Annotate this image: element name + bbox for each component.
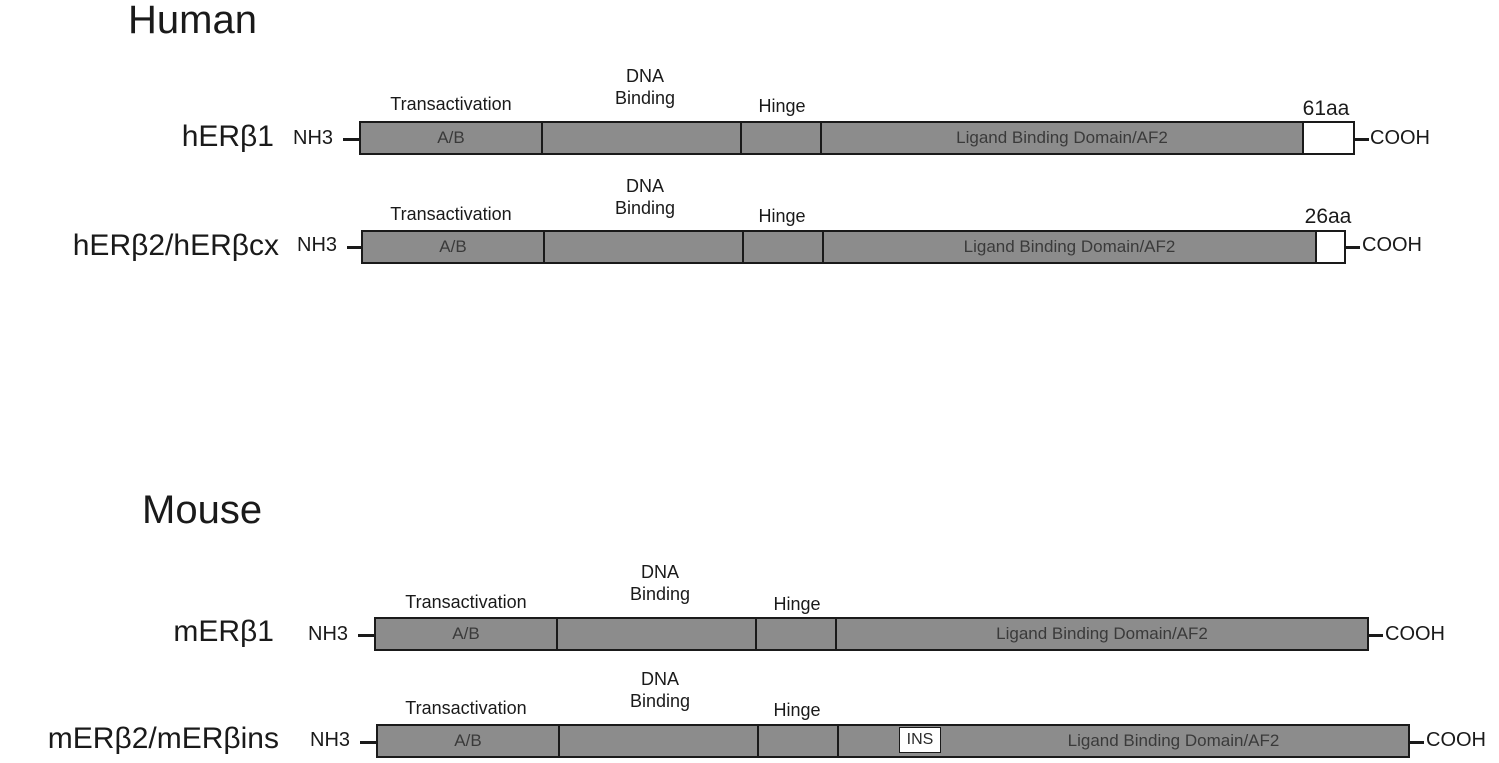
c-terminus-label: COOH — [1426, 729, 1486, 751]
c-terminus-label: COOH — [1370, 127, 1430, 149]
dna-binding-header: DNA Binding — [615, 176, 675, 219]
hinge-domain — [742, 123, 822, 153]
isoform-label: mERβ1 — [173, 615, 274, 648]
ligand-binding-domain: Ligand Binding Domain/AF2 — [822, 123, 1304, 153]
n-terminus-label: NH3 — [308, 623, 349, 645]
dna-header-line1: DNA — [640, 562, 680, 582]
tail-length-label: 26aa — [1304, 205, 1352, 228]
hinge-header: Hinge — [758, 206, 806, 226]
transactivation-header: Transactivation — [405, 698, 527, 718]
hinge-domain — [757, 619, 837, 649]
transactivation-header: Transactivation — [390, 94, 512, 114]
n-terminus-connector — [343, 138, 360, 141]
ins-insert-box: INS — [899, 727, 941, 753]
dna-header-line2: Binding — [629, 690, 691, 711]
ab-domain: A/B — [376, 619, 558, 649]
ab-domain: A/B — [363, 232, 545, 262]
n-terminus-label: NH3 — [310, 729, 351, 751]
dna-header-line1: DNA — [625, 66, 665, 86]
c-terminus-connector — [1346, 246, 1360, 249]
isoform-label: hERβ1 — [181, 120, 274, 153]
protein-domain-bar: A/B INS Ligand Binding Domain/AF2 — [376, 724, 1410, 758]
n-terminus-label: NH3 — [297, 234, 338, 256]
hinge-header: Hinge — [773, 594, 821, 614]
dna-header-line2: Binding — [614, 87, 676, 108]
human-section-title: Human — [128, 0, 257, 42]
c-terminus-connector — [1355, 138, 1369, 141]
c-terminus-connector — [1410, 741, 1424, 744]
dna-binding-header: DNA Binding — [615, 66, 675, 109]
dna-binding-header: DNA Binding — [630, 562, 690, 605]
dna-header-line1: DNA — [640, 669, 680, 689]
protein-domain-bar: A/B Ligand Binding Domain/AF2 — [359, 121, 1355, 155]
c-terminal-tail — [1304, 123, 1353, 153]
dna-header-line2: Binding — [629, 583, 691, 604]
protein-domain-bar: A/B Ligand Binding Domain/AF2 — [374, 617, 1369, 651]
dna-binding-domain — [545, 232, 744, 262]
mouse-section-title: Mouse — [142, 488, 263, 532]
hinge-header: Hinge — [773, 700, 821, 720]
ab-domain: A/B — [378, 726, 560, 756]
ab-domain: A/B — [361, 123, 543, 153]
n-terminus-connector — [360, 741, 377, 744]
isoform-label: hERβ2/hERβcx — [72, 229, 279, 262]
hinge-domain — [759, 726, 839, 756]
c-terminus-label: COOH — [1385, 623, 1445, 645]
hinge-domain — [744, 232, 824, 262]
isoform-label: mERβ2/mERβins — [47, 722, 279, 755]
n-terminus-label: NH3 — [293, 127, 334, 149]
dna-binding-domain — [558, 619, 757, 649]
dna-header-line2: Binding — [614, 197, 676, 218]
c-terminal-tail — [1317, 232, 1344, 262]
n-terminus-connector — [358, 634, 375, 637]
c-terminus-label: COOH — [1362, 234, 1422, 256]
dna-binding-domain — [560, 726, 759, 756]
dna-header-line1: DNA — [625, 176, 665, 196]
protein-domain-bar: A/B Ligand Binding Domain/AF2 — [361, 230, 1346, 264]
c-terminus-connector — [1369, 634, 1383, 637]
ligand-binding-label: Ligand Binding Domain/AF2 — [1067, 731, 1280, 750]
transactivation-header: Transactivation — [405, 592, 527, 612]
dna-binding-header: DNA Binding — [630, 669, 690, 712]
ligand-binding-domain: Ligand Binding Domain/AF2 — [824, 232, 1317, 262]
ligand-binding-domain: Ligand Binding Domain/AF2 — [837, 619, 1367, 649]
hinge-header: Hinge — [758, 96, 806, 116]
tail-length-label: 61aa — [1302, 97, 1350, 120]
transactivation-header: Transactivation — [390, 204, 512, 224]
ligand-binding-domain: INS Ligand Binding Domain/AF2 — [839, 726, 1408, 756]
dna-binding-domain — [543, 123, 742, 153]
n-terminus-connector — [347, 246, 362, 249]
